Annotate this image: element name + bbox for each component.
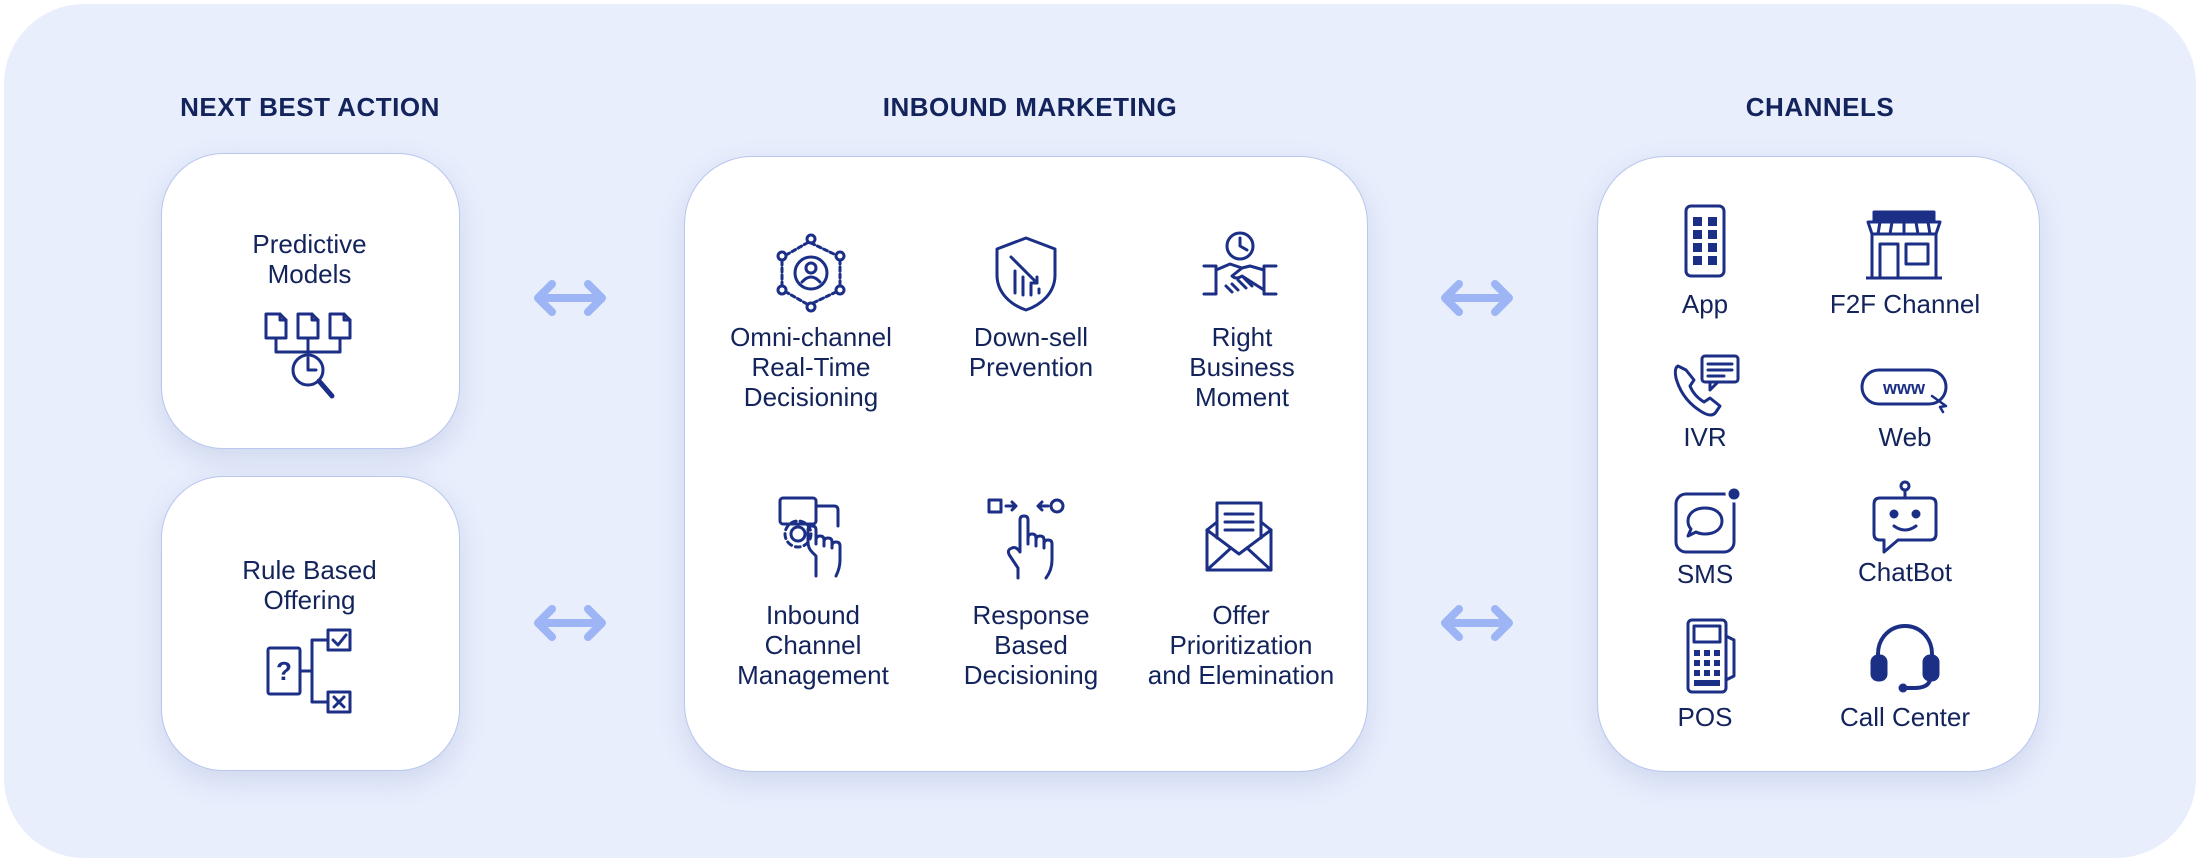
envelope-icon bbox=[1205, 500, 1273, 572]
label-right-business: Right Business Moment bbox=[1189, 322, 1295, 412]
label-chatbot: ChatBot bbox=[1858, 557, 1952, 587]
double-arrow-icon bbox=[1437, 278, 1517, 318]
svg-text:www: www bbox=[1882, 378, 1926, 398]
handshake-clock-icon bbox=[1202, 230, 1278, 306]
pos-terminal-icon bbox=[1686, 618, 1738, 694]
label-response-based: Response Based Decisioning bbox=[963, 600, 1099, 690]
card-rule-based-offering bbox=[161, 476, 460, 771]
predictive-models-icon bbox=[260, 308, 360, 404]
label-app: App bbox=[1681, 289, 1729, 319]
www-icon: www bbox=[1860, 366, 1950, 414]
double-arrow-icon bbox=[530, 603, 610, 643]
double-arrow-icon bbox=[1437, 603, 1517, 643]
gear-hand-icon bbox=[776, 494, 848, 578]
heading-inbound-marketing: INBOUND MARKETING bbox=[882, 92, 1178, 122]
label-down-sell: Down-sell Prevention bbox=[968, 322, 1094, 382]
label-sms: SMS bbox=[1676, 559, 1734, 589]
label-offer-prioritization: Offer Prioritization and Elemination bbox=[1147, 600, 1335, 690]
label-ivr: IVR bbox=[1683, 422, 1727, 452]
robot-icon bbox=[1870, 480, 1940, 556]
label-omni-channel: Omni-channel Real-Time Decisioning bbox=[730, 322, 892, 412]
svg-text:?: ? bbox=[276, 656, 292, 686]
heading-channels: CHANNELS bbox=[1745, 92, 1895, 122]
label-inbound-channel: Inbound Channel Management bbox=[737, 600, 889, 690]
mobile-app-icon bbox=[1684, 204, 1726, 278]
label-call-center: Call Center bbox=[1839, 702, 1971, 732]
headset-icon bbox=[1870, 622, 1940, 693]
label-f2f-channel: F2F Channel bbox=[1829, 289, 1981, 319]
card-predictive-models bbox=[161, 153, 460, 449]
rule-based-offering-icon: ? bbox=[264, 626, 356, 716]
hand-tap-flow-icon bbox=[986, 494, 1066, 580]
double-arrow-icon bbox=[530, 278, 610, 318]
label-web: Web bbox=[1878, 422, 1932, 452]
network-person-icon bbox=[772, 233, 850, 313]
card-inbound-marketing bbox=[684, 156, 1368, 772]
heading-next-best-action: NEXT BEST ACTION bbox=[180, 92, 440, 122]
card-channels bbox=[1597, 156, 2040, 772]
storefront-icon bbox=[1864, 210, 1944, 282]
label-pos: POS bbox=[1677, 702, 1733, 732]
label-rule-based-offering: Rule Based Offering bbox=[242, 555, 377, 615]
sms-bubble-icon bbox=[1674, 485, 1746, 556]
phone-chat-icon bbox=[1672, 354, 1742, 418]
label-predictive-models: Predictive Models bbox=[252, 229, 367, 289]
shield-chart-icon bbox=[993, 235, 1059, 313]
